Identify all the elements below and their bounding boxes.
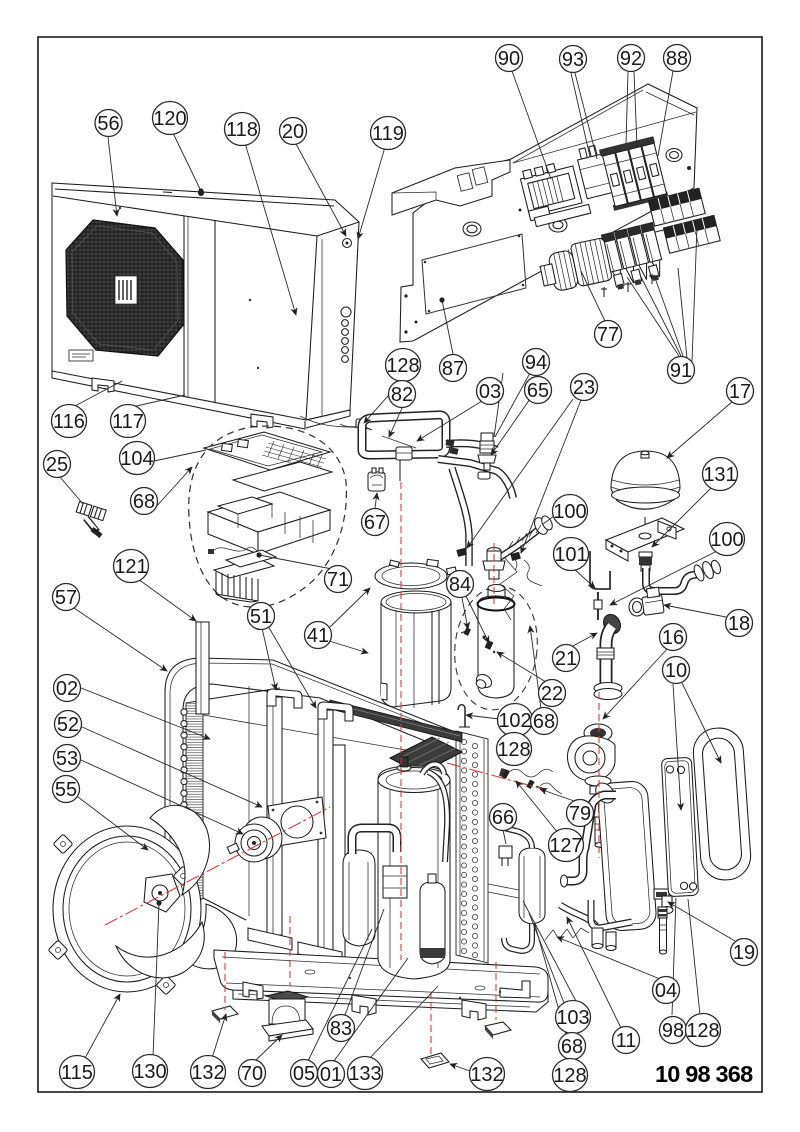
- svg-text:03: 03: [479, 381, 501, 403]
- svg-text:121: 121: [114, 556, 147, 578]
- svg-text:19: 19: [733, 942, 755, 964]
- svg-text:10: 10: [665, 660, 687, 682]
- svg-text:118: 118: [226, 119, 258, 141]
- svg-text:91: 91: [670, 360, 692, 382]
- svg-text:128: 128: [497, 739, 530, 761]
- svg-text:130: 130: [133, 1061, 166, 1083]
- svg-text:133: 133: [348, 1063, 381, 1085]
- svg-text:66: 66: [492, 807, 514, 829]
- svg-text:117: 117: [112, 411, 144, 433]
- svg-text:20: 20: [282, 121, 304, 143]
- svg-text:127: 127: [549, 835, 582, 857]
- svg-text:101: 101: [554, 544, 587, 566]
- svg-text:132: 132: [470, 1064, 503, 1086]
- svg-text:103: 103: [556, 1007, 589, 1029]
- svg-text:68: 68: [561, 1036, 583, 1058]
- svg-text:55: 55: [55, 779, 77, 801]
- svg-text:23: 23: [573, 377, 595, 399]
- svg-text:17: 17: [729, 381, 751, 403]
- svg-text:70: 70: [241, 1063, 263, 1085]
- svg-text:83: 83: [330, 1018, 352, 1040]
- svg-text:88: 88: [666, 48, 688, 70]
- svg-text:94: 94: [525, 352, 547, 374]
- svg-text:65: 65: [527, 380, 549, 402]
- svg-text:116: 116: [53, 411, 85, 433]
- svg-text:104: 104: [120, 448, 153, 470]
- svg-text:25: 25: [46, 454, 68, 476]
- svg-text:77: 77: [597, 324, 619, 346]
- svg-text:01: 01: [320, 1064, 342, 1086]
- svg-text:82: 82: [391, 384, 413, 406]
- svg-text:128: 128: [386, 355, 419, 377]
- svg-text:128: 128: [686, 1020, 719, 1042]
- svg-text:10 98 368: 10 98 368: [655, 1061, 753, 1087]
- svg-text:93: 93: [562, 49, 584, 71]
- svg-text:52: 52: [57, 714, 79, 736]
- svg-text:68: 68: [133, 491, 155, 513]
- svg-text:98: 98: [662, 1020, 684, 1042]
- svg-text:128: 128: [553, 1065, 586, 1087]
- svg-text:22: 22: [541, 683, 563, 705]
- svg-text:102: 102: [498, 710, 531, 732]
- svg-text:120: 120: [153, 108, 186, 130]
- svg-text:05: 05: [293, 1063, 315, 1085]
- svg-text:68: 68: [533, 711, 555, 733]
- svg-text:18: 18: [728, 613, 750, 635]
- svg-text:131: 131: [703, 464, 736, 486]
- svg-text:87: 87: [442, 358, 464, 380]
- svg-text:71: 71: [327, 569, 349, 591]
- svg-text:16: 16: [662, 627, 684, 649]
- svg-text:21: 21: [555, 648, 577, 670]
- svg-text:92: 92: [620, 48, 642, 70]
- svg-text:90: 90: [498, 48, 520, 70]
- svg-text:41: 41: [307, 625, 329, 647]
- svg-text:100: 100: [710, 529, 743, 551]
- svg-text:132: 132: [191, 1062, 224, 1084]
- svg-text:119: 119: [372, 123, 404, 145]
- svg-text:115: 115: [61, 1062, 93, 1084]
- svg-text:100: 100: [553, 501, 586, 523]
- svg-text:02: 02: [56, 678, 78, 700]
- svg-text:84: 84: [449, 574, 471, 596]
- svg-text:53: 53: [56, 748, 78, 770]
- svg-text:79: 79: [569, 803, 591, 825]
- svg-text:67: 67: [364, 512, 386, 534]
- svg-text:51: 51: [250, 606, 272, 628]
- svg-text:57: 57: [55, 587, 77, 609]
- svg-text:04: 04: [655, 980, 677, 1002]
- svg-text:56: 56: [97, 113, 119, 135]
- svg-text:11: 11: [616, 1030, 637, 1052]
